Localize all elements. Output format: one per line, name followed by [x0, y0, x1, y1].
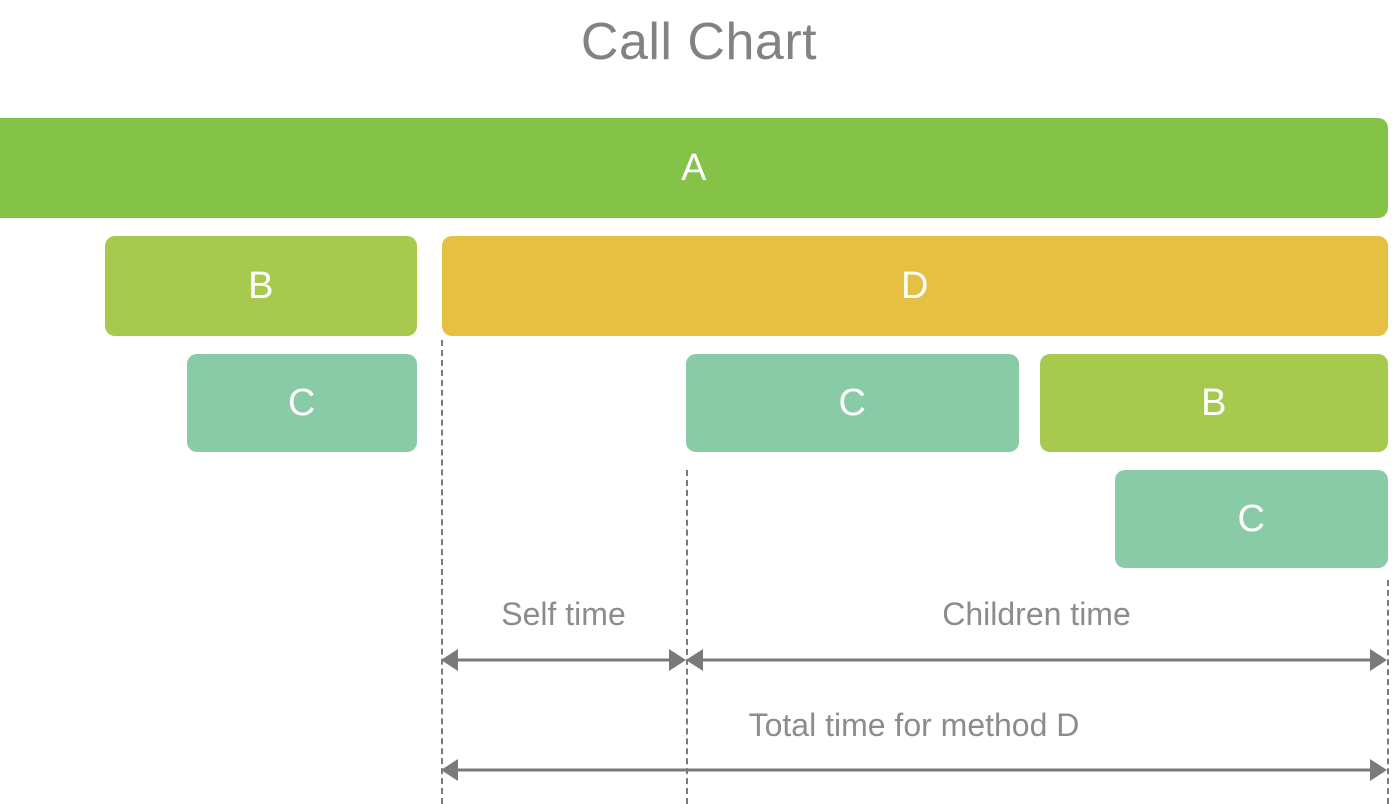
call-bar-label: A	[681, 147, 707, 189]
guide-children-dashed-line	[686, 470, 688, 804]
self-time-arrow	[441, 649, 686, 671]
total-time-label: Total time for method D	[748, 707, 1080, 743]
children-time-arrow	[686, 649, 1387, 671]
call-bar-c-depth2[interactable]: C	[187, 354, 417, 452]
call-bar-label: B	[248, 265, 274, 307]
call-bar-b-depth1[interactable]: B	[105, 236, 417, 336]
call-bar-c-depth2[interactable]: C	[686, 354, 1019, 452]
call-bar-d-depth1[interactable]: D	[442, 236, 1388, 336]
call-bar-b-depth2[interactable]: B	[1040, 354, 1388, 452]
call-bar-a-depth0[interactable]: A	[0, 118, 1388, 218]
self-time-label: Self time	[501, 596, 626, 632]
call-bar-label: B	[1201, 382, 1227, 424]
call-bar-label: D	[901, 265, 929, 307]
guide-d-start-dashed-line	[441, 340, 443, 804]
page-title: Call Chart	[580, 13, 818, 71]
children-time-label: Children time	[942, 596, 1131, 632]
total-time-arrow	[441, 759, 1387, 781]
call-bar-label: C	[1237, 498, 1266, 540]
call-bar-c-depth3[interactable]: C	[1115, 470, 1388, 568]
call-bar-label: C	[288, 382, 316, 424]
call-bar-label: C	[838, 382, 867, 424]
guide-d-end-dashed-line	[1387, 580, 1389, 804]
